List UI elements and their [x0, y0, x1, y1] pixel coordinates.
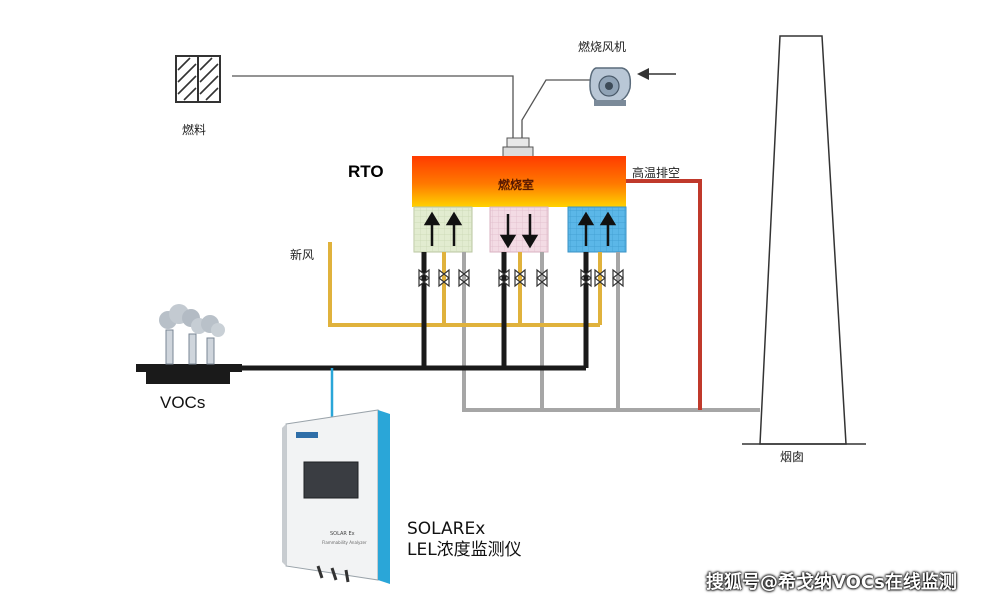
valve-icons [418, 268, 624, 288]
combustion-chamber [412, 156, 626, 207]
device-panel-name: SOLAR Ex [330, 531, 355, 537]
bed-1-up-arrows-icon [423, 211, 463, 246]
fuel-line [232, 75, 514, 138]
factory-smoke-icon [159, 304, 225, 365]
fuel-tank-icon [175, 55, 221, 103]
high-temp-bypass-duct [626, 179, 702, 410]
device-name-label: SOLAREx [407, 519, 486, 539]
fresh-air-label: 新风 [290, 248, 315, 262]
high-temp-exhaust-label: 高温排空 [632, 166, 681, 180]
chimney-label: 烟囱 [780, 450, 805, 464]
fuel-label: 燃料 [182, 123, 207, 137]
combustion-air-line [521, 79, 594, 138]
bed-3-up-arrows-icon [577, 211, 617, 246]
watermark: 搜狐号@希戈纳VOCs在线监测 [706, 572, 957, 593]
device-panel-subtitle: Flammability Analyzer [322, 540, 367, 545]
combustion-fan-icon [589, 67, 632, 106]
lel-monitor-device [282, 409, 390, 584]
bed-2-down-arrows-icon [499, 214, 539, 249]
chimney-icon [742, 35, 866, 445]
combustion-chamber-label: 燃烧室 [498, 178, 535, 192]
combustion-fan-label: 燃烧风机 [578, 40, 627, 54]
vocs-label: VOCs [160, 393, 206, 412]
rto-label: RTO [348, 162, 384, 181]
device-type-label: LEL浓度监测仪 [407, 540, 522, 560]
fresh-air-duct [328, 242, 602, 327]
clean-gas-duct [462, 252, 760, 412]
voc-inlet-duct [240, 252, 589, 371]
voc-source-platform [136, 364, 242, 384]
